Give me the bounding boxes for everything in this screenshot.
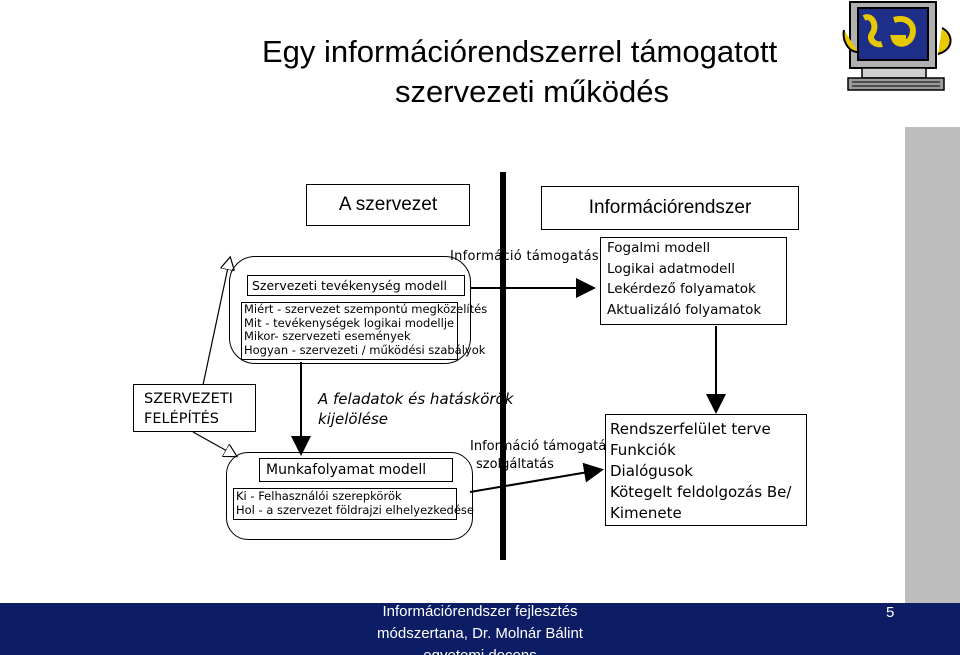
footer-line-2: módszertana, Dr. Molnár Bálint (377, 625, 583, 642)
org-activity-line-why: Miért - szervezet szempontú megközelítés (244, 302, 488, 316)
tasks-label: A feladatok és hatáskörök kijelölése (318, 389, 513, 429)
title-line-2: szervezeti működés (395, 74, 669, 109)
workflow-line-where: Hol - a szervezet földrajzi elhelyezkedé… (236, 503, 474, 517)
org-activity-model (229, 256, 471, 364)
left-header-label: A szervezet (338, 194, 438, 215)
data-model-line-update: Aktualizáló folyamatok (607, 301, 762, 318)
data-model-line-logical: Logikai adatmodell (607, 260, 735, 277)
workflow-lines-box: Ki - Felhasználói szerepkörök Hol - a sz… (233, 488, 474, 520)
org-activity-line-what: Mit - tevékenységek logikai modellje (244, 315, 455, 330)
workflow-title-box: Munkafolyamat modell (259, 458, 453, 482)
system-interface-line-batch: Kötegelt feldolgozás Be/ (610, 483, 792, 501)
slide-title: Egy információrendszerrel támogatott sze… (0, 32, 960, 112)
system-interface-line-plan: Rendszerfelület terve (610, 420, 771, 438)
system-interface-line-dialogs: Dialógusok (610, 462, 693, 480)
org-activity-lines-box: Miért - szervezet szempontú megközelítés… (241, 302, 488, 360)
data-model-line-conceptual: Fogalmi modell (607, 240, 711, 256)
data-model-box: Fogalmi modell Logikai adatmodell Lekérd… (600, 237, 787, 325)
title-line-1: Egy információrendszerrel támogatott (262, 34, 778, 69)
workflow-model (226, 452, 473, 540)
tasks-line-1: A feladatok és hatáskörök (318, 390, 514, 408)
workflow-line-who: Ki - Felhasználói szerepkörök (236, 489, 402, 503)
footer-text: Információrendszer fejlesztés módszertan… (330, 601, 630, 655)
computer-logo-icon (842, 1, 952, 91)
org-activity-title: Szervezeti tevékenység modell (252, 278, 448, 293)
footer-bar (0, 603, 960, 655)
org-structure-line-1: SZERVEZETI (144, 391, 233, 407)
data-model-line-query: Lekérdező folyamatok (607, 281, 756, 297)
org-structure-box: SZERVEZETI FELÉPÍTÉS (133, 384, 256, 432)
org-activity-line-when: Mikor- szervezeti események (244, 329, 411, 343)
org-activity-title-box: Szervezeti tevékenység modell (247, 275, 465, 296)
footer-line-3: egyetemi docens (330, 645, 630, 655)
footer-line-1: Információrendszer fejlesztés (382, 603, 578, 620)
right-header-box: Információrendszer (541, 186, 799, 230)
org-activity-line-how: Hogyan - szervezeti / működési szabályok (244, 342, 486, 357)
info-support-top-label: Információ támogatás (450, 249, 599, 264)
info-support-service-line-1: Információ támogatási (470, 439, 617, 454)
org-structure-line-2: FELÉPÍTÉS (144, 411, 219, 427)
left-header-box: A szervezet (306, 184, 470, 226)
side-shade (905, 127, 960, 603)
page-number: 5 (886, 604, 895, 621)
tasks-line-2: kijelölése (318, 410, 389, 428)
workflow-title: Munkafolyamat modell (266, 462, 427, 478)
info-support-service-line-2: szolgáltatás (476, 457, 554, 472)
right-header-label: Információrendszer (588, 197, 752, 218)
system-interface-line-output: Kimenete (610, 504, 682, 522)
system-interface-line-functions: Funkciók (610, 441, 676, 459)
info-support-service-box: Információ támogatási szolgáltatás (466, 438, 617, 476)
system-interface-box: Rendszerfelület terve Funkciók Dialóguso… (605, 414, 807, 526)
